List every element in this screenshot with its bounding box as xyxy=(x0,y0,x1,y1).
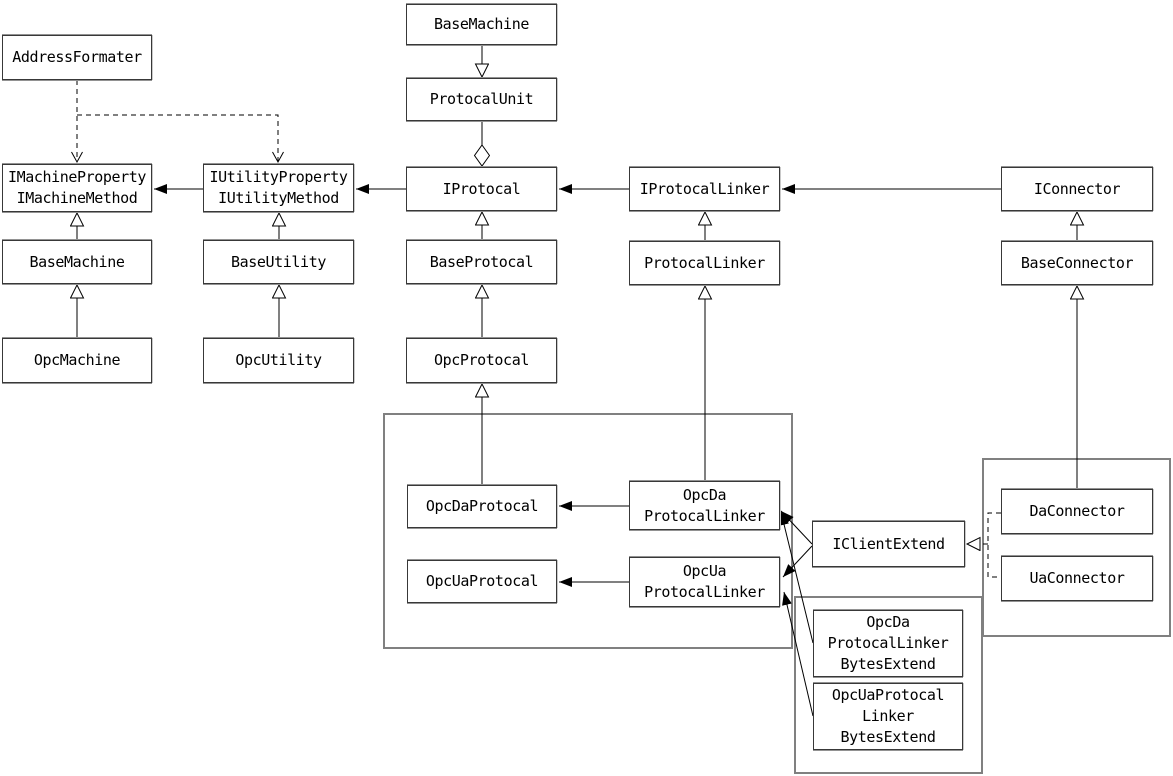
class-label: OpcProtocal xyxy=(434,351,529,369)
class-label: BaseUtility xyxy=(231,252,326,271)
class-label: BaseMachine xyxy=(434,15,529,33)
class-box-base-protocal: BaseProtocal xyxy=(406,240,557,284)
class-label: IConnector xyxy=(1033,179,1121,198)
class-label: ProtocalLinker xyxy=(644,253,765,272)
class-label: AddressFormater xyxy=(12,48,142,66)
class-box-i-protocal-linker: IProtocalLinker xyxy=(629,167,780,211)
class-label: OpcDa xyxy=(866,613,910,631)
class-label: ProtocalLinker xyxy=(644,583,765,601)
group-opc-implementations xyxy=(383,413,793,649)
class-box-address-formater: AddressFormater xyxy=(2,35,152,80)
class-label: IMachineProperty xyxy=(7,168,147,186)
class-label: Linker xyxy=(862,707,914,725)
class-label: ProtocalLinker xyxy=(827,634,949,652)
class-box-base-machine: BaseMachine xyxy=(2,240,152,284)
class-label: IClientExtend xyxy=(832,534,945,553)
class-label: BaseConnector xyxy=(1020,253,1134,272)
class-box-i-client-extend: IClientExtend xyxy=(812,521,965,567)
class-label: ProtocalLinker xyxy=(644,506,765,525)
class-box-da-connector: DaConnector xyxy=(1001,489,1153,534)
class-box-base-machine-top: BaseMachine xyxy=(406,4,557,45)
class-label: IMachineMethod xyxy=(16,189,138,207)
class-box-base-connector: BaseConnector xyxy=(1001,241,1153,285)
class-box-opc-ua-protocal: OpcUaProtocal xyxy=(407,560,557,603)
class-box-opc-utility: OpcUtility xyxy=(203,338,354,383)
class-box-protocal-unit: ProtocalUnit xyxy=(406,78,557,121)
class-label: OpcUa xyxy=(682,562,727,580)
class-box-opc-machine: OpcMachine xyxy=(2,338,152,383)
class-box-i-connector: IConnector xyxy=(1001,167,1153,211)
class-label: IProtocalLinker xyxy=(639,179,770,198)
class-label: BaseProtocal xyxy=(429,252,534,271)
class-label: OpcUtility xyxy=(235,351,322,369)
class-box-opc-protocal: OpcProtocal xyxy=(406,338,557,383)
class-box-ua-connector: UaConnector xyxy=(1001,556,1153,601)
class-box-base-utility: BaseUtility xyxy=(203,240,354,284)
class-label: OpcMachine xyxy=(33,351,121,369)
class-label: BaseMachine xyxy=(29,252,125,271)
class-label: OpcUaProtocal xyxy=(831,686,945,704)
class-box-protocal-linker: ProtocalLinker xyxy=(629,241,780,285)
group-connectors xyxy=(982,458,1171,637)
class-box-opc-da-protocal: OpcDaProtocal xyxy=(407,485,557,528)
class-label: IUtilityProperty xyxy=(209,168,348,186)
class-label: OpcDaProtocal xyxy=(425,497,539,515)
e-addressformater-to-iutility xyxy=(77,114,284,164)
class-label: OpcUaProtocal xyxy=(425,572,539,590)
class-label: UaConnector xyxy=(1029,569,1125,587)
class-label: IProtocal xyxy=(442,179,521,198)
class-label: OpcDa xyxy=(682,485,727,504)
class-label: BytesExtend xyxy=(840,728,936,746)
class-box-i-protocal: IProtocal xyxy=(406,167,557,211)
class-label: ProtocalUnit xyxy=(429,90,534,108)
class-label: BytesExtend xyxy=(840,655,936,673)
class-label: IUtilityMethod xyxy=(218,189,339,207)
class-label: DaConnector xyxy=(1029,502,1125,520)
